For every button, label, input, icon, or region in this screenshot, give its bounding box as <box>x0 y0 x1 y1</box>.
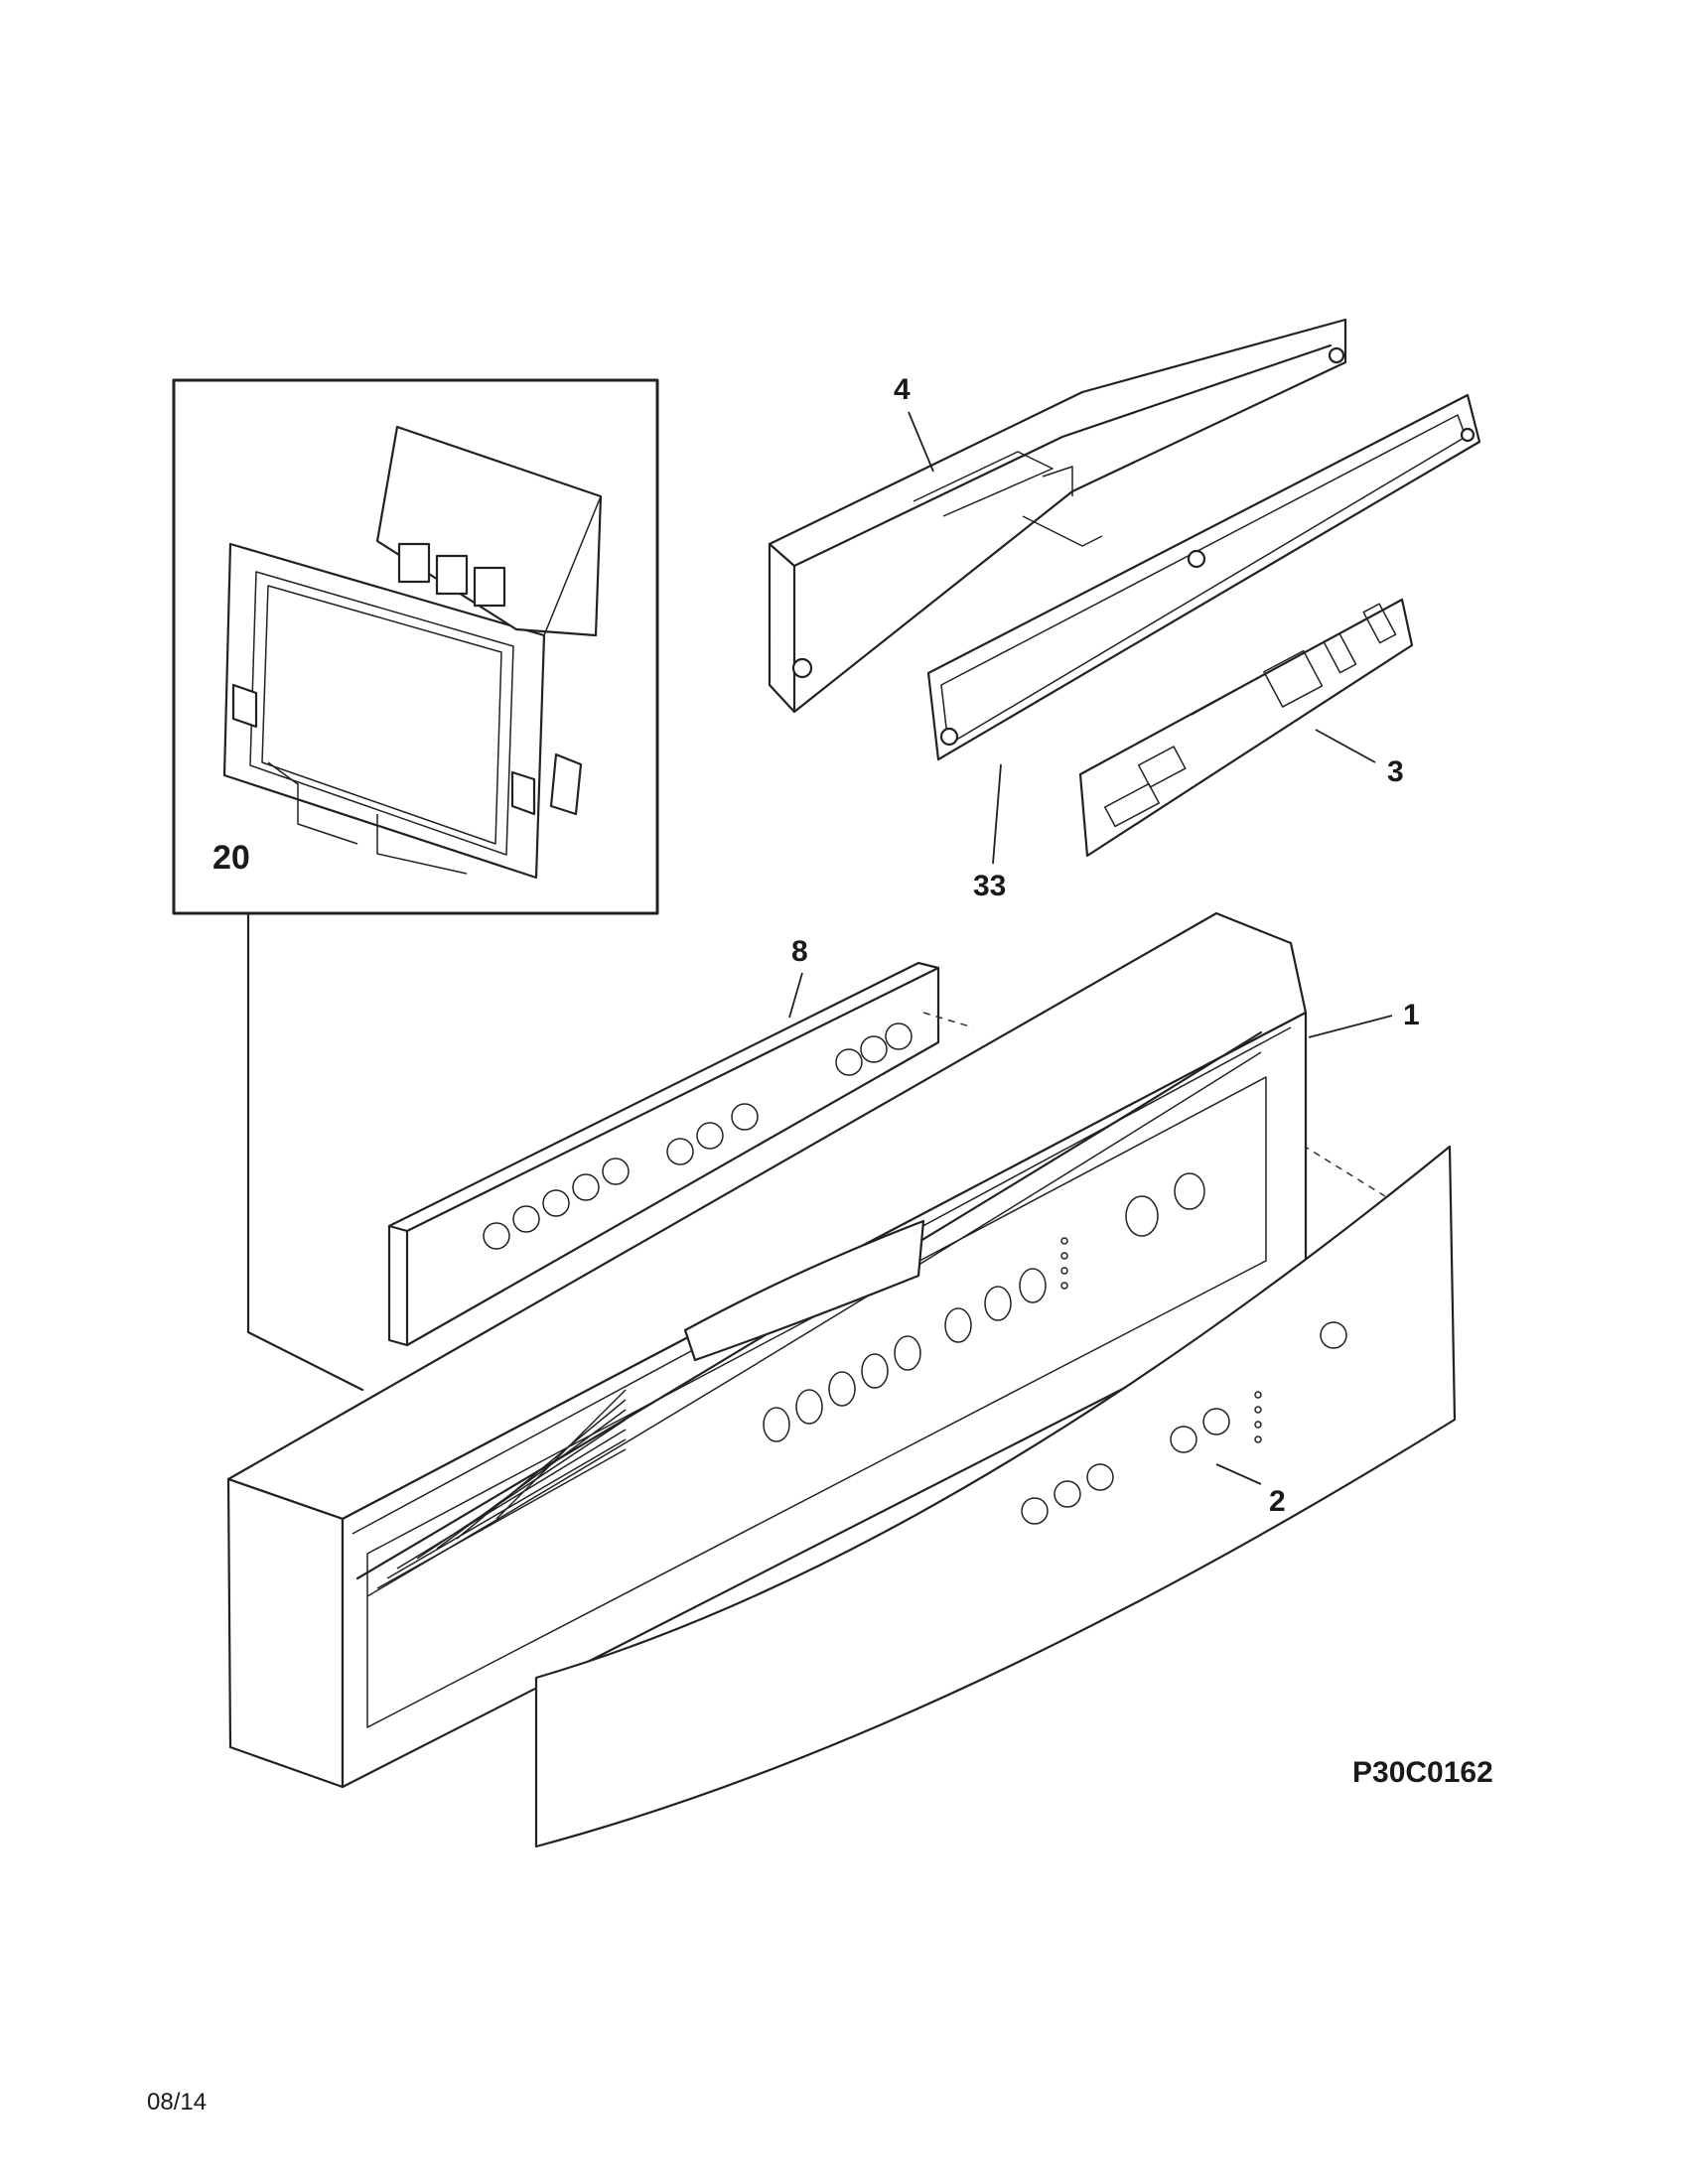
switch-board-drawing <box>387 961 940 1347</box>
callout-2: 2 <box>1269 1485 1286 1518</box>
callout-1: 1 <box>1403 999 1420 1031</box>
control-panel-drawing <box>226 911 1308 1789</box>
callout-3: 3 <box>1387 755 1404 788</box>
vent-slots <box>376 1389 627 1589</box>
diagram-id-code: P30C0162 <box>1352 1756 1493 1789</box>
leader-2 <box>1215 1463 1262 1485</box>
overlay-button-icons <box>1021 1321 1347 1525</box>
inset-dispenser-detail: 20 <box>172 378 659 915</box>
gasket-drawing <box>926 393 1481 761</box>
inset-connector-line <box>246 911 364 1392</box>
leader-4 <box>908 411 934 473</box>
callout-4: 4 <box>894 373 911 406</box>
button-holes <box>763 1172 1205 1442</box>
alignment-line <box>922 1012 974 1028</box>
date-code: 08/14 <box>147 2089 207 2116</box>
console-overlay-drawing <box>534 1145 1457 1848</box>
leader-33 <box>992 763 1002 865</box>
inset-callout-20: 20 <box>212 839 250 877</box>
callout-8: 8 <box>791 935 808 968</box>
control-board-drawing <box>1078 598 1414 858</box>
control-box-cover-drawing <box>768 318 1347 714</box>
leader-1 <box>1308 1015 1393 1038</box>
leader-8 <box>788 972 803 1019</box>
detergent-dispenser-drawing <box>222 425 603 880</box>
callout-33: 33 <box>973 870 1006 902</box>
leader-3 <box>1315 729 1376 763</box>
